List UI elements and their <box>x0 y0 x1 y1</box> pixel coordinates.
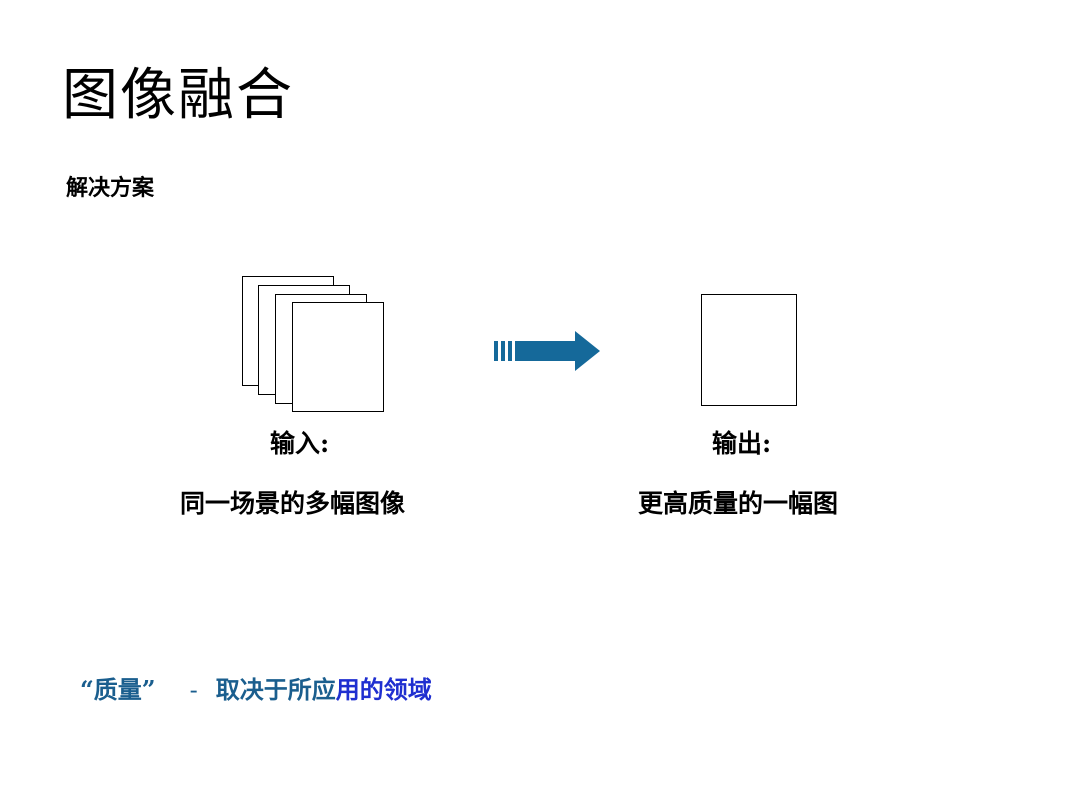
note-text-primary: 取决于所应 <box>215 675 336 704</box>
note-dash: - <box>189 676 198 704</box>
striped-right-arrow-icon <box>494 331 600 371</box>
note-quoted-term: “质量” <box>80 675 156 704</box>
single-page-icon <box>701 294 797 406</box>
output-label: 输出: <box>712 429 772 458</box>
output-description: 更高质量的一幅图 <box>638 489 839 518</box>
input-description: 同一场景的多幅图像 <box>180 489 406 518</box>
input-label: 输入: <box>270 429 330 458</box>
stacked-pages-icon <box>240 276 390 416</box>
slide-title: 图像融合 <box>62 63 294 128</box>
slide-subtitle: 解决方案 <box>66 175 155 201</box>
note-text-secondary: 用的领域 <box>335 675 432 704</box>
quality-note: “质量” -取决于所应用的领域 <box>80 672 432 708</box>
input-page <box>292 302 384 412</box>
